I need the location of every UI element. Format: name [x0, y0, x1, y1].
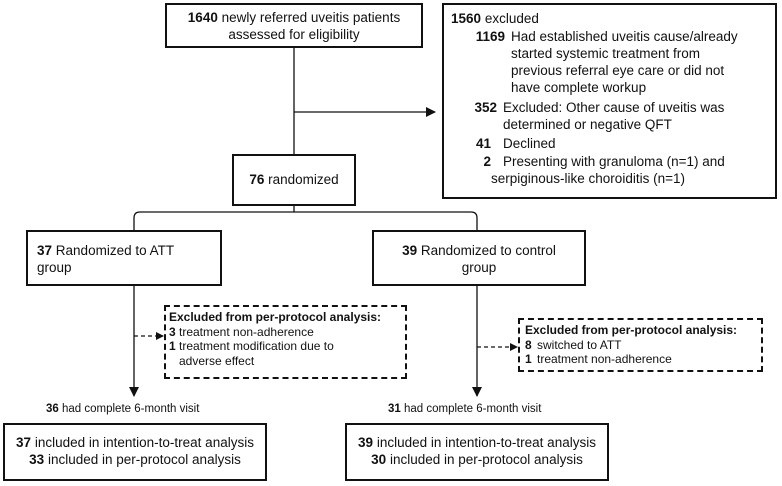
line-split: [133, 211, 478, 230]
assessed-text-2: assessed for eligibility: [228, 27, 360, 42]
control-text-2: group: [461, 260, 497, 275]
control-pp-excluded-item: 1 treatment non-adherence: [525, 352, 761, 367]
randomized-box: 76 randomized: [232, 154, 356, 206]
excluded-item-line: started systemic treatment from: [511, 46, 701, 61]
assessed-count: 1640: [187, 10, 218, 25]
excluded-item-line: Excluded: Other cause of uveitis was: [503, 100, 725, 115]
control-pp-excluded-count: 8: [525, 337, 532, 352]
excluded-item-count: 2: [483, 154, 491, 169]
randomized-text: randomized: [268, 172, 339, 187]
excluded-item-line: previous referral eye care or did not: [511, 63, 725, 78]
att-pp-excluded-item: 1 treatment modification due to adverse …: [169, 339, 405, 368]
excluded-item-count: 1169: [475, 29, 505, 44]
att-itt-count: 37: [16, 435, 32, 450]
control-group-box: 39 Randomized to control group: [372, 230, 586, 286]
excluded-item-line: serpiginous-like choroiditis (n=1): [491, 171, 685, 186]
att-visit-count: 36: [46, 403, 59, 415]
control-pp-excluded-title: Excluded from per-protocol analysis:: [525, 323, 738, 337]
control-count: 39: [402, 243, 418, 258]
control-pp-text: included in per-protocol analysis: [389, 452, 583, 467]
att-pp-text: included in per-protocol analysis: [47, 452, 241, 467]
assessed-box: 1640 newly referred uveitis patients ass…: [165, 3, 423, 48]
control-visit-count: 31: [388, 403, 401, 415]
att-pp-excluded-title: Excluded from per-protocol analysis:: [169, 310, 382, 324]
control-pp-excluded-line: treatment non-adherence: [537, 352, 672, 366]
att-visit-text: had complete 6-month visit: [62, 403, 200, 415]
control-pp-excluded-count: 1: [525, 352, 532, 366]
att-pp-excluded-line: treatment modification due to: [179, 339, 334, 353]
randomized-count: 76: [249, 172, 265, 187]
excluded-item-line: Had established uveitis cause/already: [511, 29, 738, 44]
control-pp-excluded-line: switched to ATT: [537, 337, 622, 352]
att-pp-excluded-count: 3: [169, 324, 176, 339]
excluded-label: excluded: [484, 11, 539, 26]
att-pp-excluded-box: Excluded from per-protocol analysis: 3 t…: [164, 305, 407, 379]
control-final-box: 39 included in intention-to-treat analys…: [345, 423, 609, 481]
control-text-1: Randomized to control: [420, 243, 556, 258]
excluded-item-line: Declined: [503, 136, 556, 151]
att-group-box: 37 Randomized to ATT group: [26, 230, 222, 286]
att-pp-count: 33: [29, 452, 45, 467]
assessed-text-1: newly referred uveitis patients: [221, 10, 401, 25]
control-itt-count: 39: [358, 435, 374, 450]
excluded-item: 352 Excluded: Other cause of uveitis was…: [451, 99, 769, 133]
excluded-count: 1560: [451, 11, 482, 26]
att-pp-excluded-line: treatment non-adherence: [179, 324, 314, 339]
att-text-1: Randomized to ATT: [55, 243, 175, 258]
excluded-item-line: determined or negative QFT: [503, 117, 672, 132]
control-pp-excluded-box: Excluded from per-protocol analysis: 8 s…: [518, 318, 763, 372]
control-pp-count: 30: [371, 452, 387, 467]
att-visit-label: 36 had complete 6-month visit: [46, 402, 199, 416]
excluded-item-line: Presenting with granuloma (n=1) and: [503, 154, 725, 169]
att-pp-excluded-count: 1: [169, 339, 176, 353]
excluded-item: 1169 Had established uveitis cause/alrea…: [451, 28, 769, 96]
control-pp-excluded-item: 8 switched to ATT: [525, 338, 761, 353]
att-count: 37: [37, 243, 53, 258]
att-text-2: group: [37, 260, 72, 275]
att-final-box: 37 included in intention-to-treat analys…: [3, 423, 267, 481]
excluded-item-count: 41: [475, 136, 491, 151]
control-itt-text: included in intention-to-treat analysis: [376, 435, 596, 450]
att-itt-text: included in intention-to-treat analysis: [34, 435, 254, 450]
excluded-item: 2 Presenting with granuloma (n=1) and se…: [451, 153, 769, 187]
control-visit-label: 31 had complete 6-month visit: [388, 402, 541, 416]
control-visit-text: had complete 6-month visit: [404, 403, 542, 415]
excluded-item: 41 Declined: [451, 135, 769, 152]
att-pp-excluded-item: 3 treatment non-adherence: [169, 325, 405, 340]
excluded-box: 1560 excluded 1169 Had established uveit…: [442, 3, 777, 199]
excluded-item-count: 352: [474, 100, 497, 115]
excluded-item-line: have complete workup: [511, 80, 647, 95]
att-pp-excluded-line: adverse effect: [179, 353, 255, 368]
